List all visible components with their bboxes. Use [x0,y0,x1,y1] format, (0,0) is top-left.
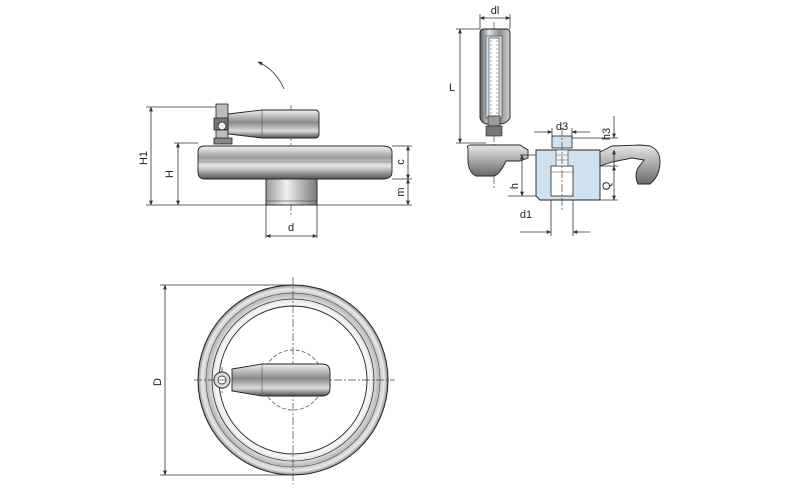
screw-head [217,121,227,131]
curved-arrow-icon [257,61,285,90]
label-h: h [509,183,521,189]
wheel-section-right [599,144,661,185]
handle-grip [227,109,320,139]
label-dl: dl [491,5,500,17]
label-H1: H1 [138,151,150,165]
wheel-hub-side [265,178,318,206]
wheel-section-left [466,144,529,177]
label-H: H [164,170,176,178]
label-d: d [288,222,294,234]
front-view: D [152,277,395,484]
label-h3: h3 [601,128,613,140]
label-c: c [395,159,407,165]
label-d1: d1 [520,209,532,221]
wheel-rim-side [197,145,393,180]
label-D: D [152,378,164,386]
label-d3: d3 [556,121,568,133]
label-m: m [395,187,407,196]
section-view: dl L d3 h3 Q h d1 [449,5,661,236]
handle-grip-front [231,363,331,397]
label-Q: Q [601,181,613,190]
label-L: L [449,82,455,94]
side-view: H1 H c m d [138,61,412,238]
